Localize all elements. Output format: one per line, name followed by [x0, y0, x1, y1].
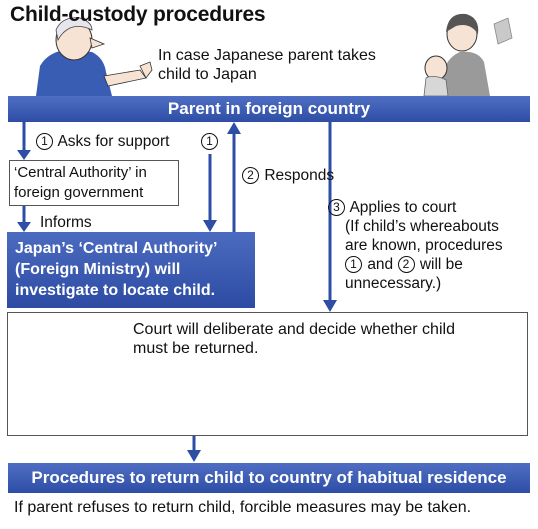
step-3-block: 3 Applies to court (If child’s whereabou…: [328, 198, 534, 293]
court-line-2: must be returned.: [133, 340, 259, 357]
diagram-title: Child-custody procedures: [10, 3, 266, 26]
step-3-note-line-1: (If child’s whereabouts: [345, 218, 499, 235]
intro-line-2: child to Japan: [158, 66, 257, 83]
court-text: Court will deliberate and decide whether…: [133, 320, 523, 358]
mother-child-illustration: [423, 13, 513, 97]
footer-note: If parent refuses to return child, forci…: [14, 499, 472, 516]
court-line-1: Court will deliberate and decide whether…: [133, 321, 455, 338]
step-1-number: 1: [36, 133, 53, 150]
step-3-note-line-3: 1 and 2 will be: [345, 255, 534, 274]
note-number-1: 1: [345, 256, 362, 273]
japan-box-line-3: investigate to locate child.: [15, 282, 216, 299]
upset-father-illustration: [36, 17, 153, 96]
japan-box-line-2: (Foreign Ministry) will: [15, 261, 181, 278]
japan-box-line-1: Japan’s ‘Central Authority’: [15, 240, 218, 257]
step-1-marker: 1: [201, 132, 219, 151]
step-3-label: 3 Applies to court: [328, 198, 534, 217]
note-number-2: 2: [397, 256, 415, 273]
note-and: and: [367, 256, 394, 273]
parent-bar: Parent in foreign country: [8, 96, 530, 122]
step-2-text: Responds: [264, 167, 335, 184]
step-1-label: 1 Asks for support: [36, 132, 169, 151]
intro-text: In case Japanese parent takes child to J…: [158, 46, 376, 84]
step-2-number: 2: [242, 167, 259, 184]
informs-label: Informs: [40, 214, 92, 231]
intro-line-1: In case Japanese parent takes: [158, 47, 376, 64]
japan-central-authority-box: Japan’s ‘Central Authority’ (Foreign Min…: [7, 232, 255, 308]
step-3-note-line-2: are known, procedures: [345, 237, 503, 254]
court-box: [7, 312, 528, 436]
foreign-central-authority-box: ‘Central Authority’ in foreign governmen…: [9, 160, 179, 206]
note-will-be: will be: [419, 256, 463, 273]
foreign-box-line-1: ‘Central Authority’ in: [14, 164, 147, 181]
step-1-text: Asks for support: [57, 133, 170, 150]
step-3-note-line-4: unnecessary.): [345, 275, 442, 292]
return-procedures-bar: Procedures to return child to country of…: [8, 463, 530, 493]
step-3-text: Applies to court: [349, 199, 457, 216]
step-3-number: 3: [328, 199, 345, 216]
step-3-note: (If child’s whereabouts are known, proce…: [328, 217, 534, 293]
step-2-label: 2 Responds: [242, 166, 334, 185]
foreign-box-line-2: foreign government: [14, 184, 144, 201]
step-1-marker-number: 1: [201, 133, 218, 150]
